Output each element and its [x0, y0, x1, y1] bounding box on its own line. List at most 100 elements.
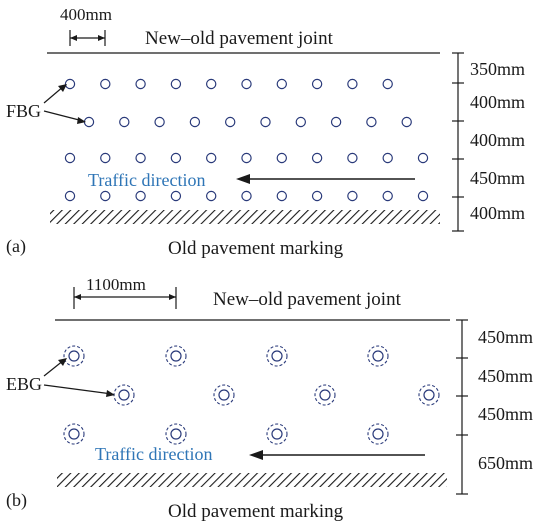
panel-a-marking-label: Old pavement marking [168, 238, 344, 259]
ebg-sensor-core [319, 389, 331, 401]
fbg-sensor [189, 116, 201, 128]
fbg-sensor [382, 190, 393, 202]
fbg-sensor [224, 116, 236, 128]
panel-b-label: (b) [6, 490, 27, 511]
fbg-sensor [382, 152, 393, 164]
ebg-sensor-ring [113, 384, 135, 406]
fbg-sensor [170, 78, 182, 90]
fbg-sensor [154, 116, 165, 128]
ebg-sensor-core [68, 428, 80, 440]
ebg-sensor [418, 384, 440, 406]
fbg-sensor [417, 190, 429, 202]
panel-b-spacing-label: 1100mm [86, 275, 146, 294]
fbg-sensor [64, 78, 76, 90]
fbg-sensor [100, 78, 111, 90]
ebg-sensor-ring [367, 345, 389, 367]
panel-a-sensor-label: FBG [6, 101, 41, 121]
fbg-sensor [135, 152, 146, 164]
ebg-sensor-ring [213, 384, 235, 406]
fbg-sensor [347, 78, 358, 90]
ebg-sensor-ring [63, 423, 85, 445]
panel-a-sensor-pointers [43, 85, 84, 122]
fbg-sensor [311, 190, 323, 202]
fbg-sensor [119, 116, 130, 128]
panel-a: 400mm New–old pavement joint FBG Traffic… [6, 5, 525, 259]
fbg-sensor [347, 152, 358, 164]
panel-a-traffic-label: Traffic direction [88, 170, 205, 190]
fbg-sensor [100, 152, 111, 164]
ebg-sensor [165, 423, 187, 445]
panel-a-sensor-grid [64, 78, 429, 202]
ebg-sensor-core [271, 428, 283, 440]
fbg-sensor [241, 152, 252, 164]
fbg-sensor [205, 190, 217, 202]
fbg-sensor [382, 78, 393, 90]
panel-b-dim-4: 650mm [478, 453, 533, 473]
fbg-sensor [135, 190, 146, 202]
panel-a-label: (a) [6, 236, 26, 257]
panel-b-marking-label: Old pavement marking [168, 501, 344, 522]
ebg-sensor-ring [165, 423, 187, 445]
ebg-sensor-core [423, 389, 435, 401]
fbg-sensor [347, 190, 358, 202]
panel-b: 1100mm New–old pavement joint EBG Traffi… [6, 275, 533, 522]
panel-a-traffic-arrowhead [236, 174, 250, 184]
ebg-sensor [367, 345, 389, 367]
ebg-sensor-core [170, 350, 182, 362]
ebg-sensor-core [218, 389, 230, 401]
ebg-sensor [367, 423, 389, 445]
panel-a-dim-5: 400mm [470, 203, 525, 223]
panel-b-spacing-dimension [73, 287, 177, 309]
fbg-sensor [401, 116, 412, 128]
fbg-sensor [170, 152, 182, 164]
fbg-sensor [295, 116, 306, 128]
fbg-sensor [100, 190, 111, 202]
fbg-sensor [241, 190, 252, 202]
fbg-sensor [205, 78, 217, 90]
fbg-sensor [311, 152, 323, 164]
fbg-sensor [170, 190, 182, 202]
ebg-sensor-ring [63, 345, 85, 367]
fbg-sensor [330, 116, 342, 128]
ebg-sensor-ring [266, 345, 288, 367]
ebg-sensor-ring [266, 423, 288, 445]
ebg-sensor [63, 423, 85, 445]
fbg-sensor [276, 190, 287, 202]
ebg-sensor [266, 423, 288, 445]
fbg-sensor [276, 78, 287, 90]
fbg-sensor [64, 152, 76, 164]
fbg-sensor [260, 116, 271, 128]
ebg-sensor [266, 345, 288, 367]
ebg-sensor-core [68, 350, 80, 362]
panel-a-dim-2: 400mm [470, 92, 525, 112]
ebg-sensor [314, 384, 336, 406]
ebg-sensor-core [170, 428, 182, 440]
panel-a-dim-1: 350mm [470, 59, 525, 79]
ebg-sensor [113, 384, 135, 406]
panel-b-sensor-label: EBG [6, 374, 42, 394]
ebg-sensor [165, 345, 187, 367]
fbg-sensor [366, 116, 377, 128]
fbg-sensor [311, 78, 323, 90]
ebg-sensor-core [118, 389, 130, 401]
panel-b-vertical-dimension [456, 319, 468, 495]
ebg-sensor-ring [367, 423, 389, 445]
ebg-sensor-ring [418, 384, 440, 406]
fbg-sensor [64, 190, 76, 202]
panel-a-vertical-dimension [452, 52, 464, 232]
panel-a-dim-3: 400mm [470, 130, 525, 150]
ebg-sensor-core [271, 350, 283, 362]
panel-a-marking-hatch [50, 210, 440, 224]
fbg-sensor [276, 152, 287, 164]
panel-a-spacing-label: 400mm [60, 5, 112, 24]
ebg-sensor-ring [314, 384, 336, 406]
ebg-sensor [63, 345, 85, 367]
fbg-sensor [205, 152, 217, 164]
panel-b-traffic-arrowhead [249, 450, 263, 460]
panel-b-dim-2: 450mm [478, 366, 533, 386]
ebg-sensor-core [372, 428, 384, 440]
ebg-sensor-core [372, 350, 384, 362]
panel-a-dim-4: 450mm [470, 168, 525, 188]
ebg-sensor [213, 384, 235, 406]
